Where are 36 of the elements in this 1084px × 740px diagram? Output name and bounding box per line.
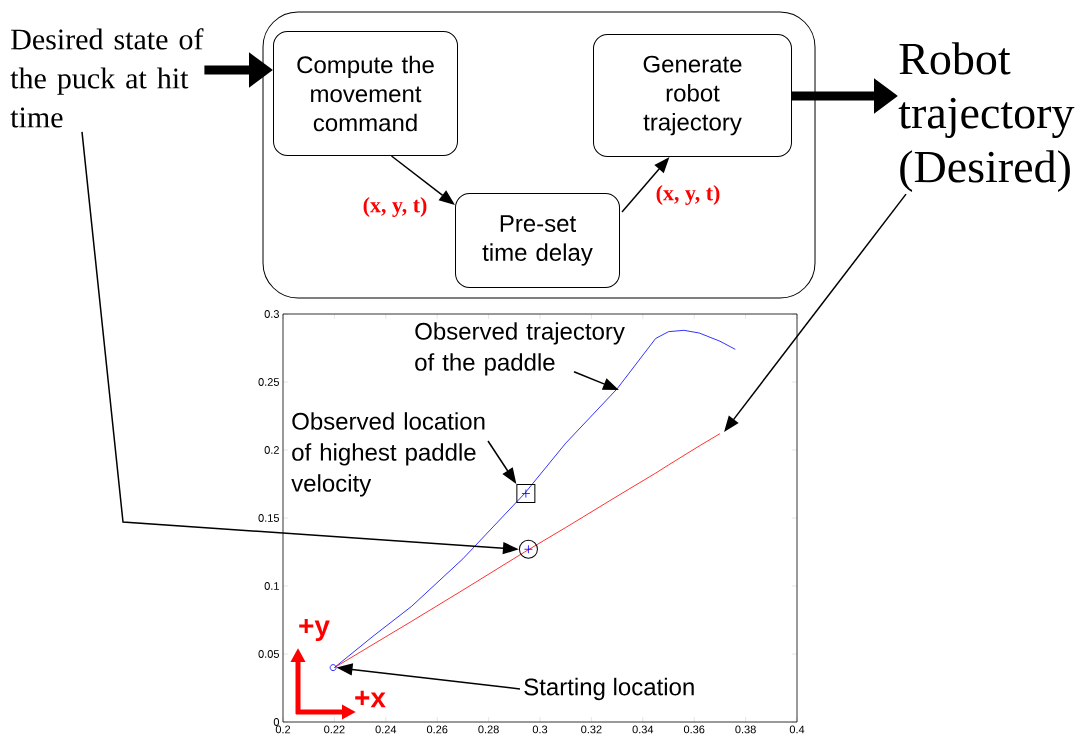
x-tick-label: 0.28 (478, 725, 499, 734)
axis-direction-label: +x (355, 690, 386, 708)
y-tick-label: 0.2 (264, 446, 279, 454)
annotation: Observed trajectory of the paddle (415, 322, 625, 376)
y-tick-label: 0 (273, 718, 280, 726)
y-tick-label: 0.05 (258, 650, 279, 658)
process-box: Generate robot trajectory (593, 34, 792, 157)
process-box: Pre-set time delay (455, 193, 620, 288)
y-tick-label: 0.25 (258, 378, 279, 386)
annotation: Observed location of highest paddle velocity (291, 412, 485, 497)
x-tick-label: 0.24 (375, 725, 397, 734)
process-box: Compute the movement command (273, 31, 458, 156)
x-tick-label: 0.38 (735, 725, 756, 734)
axis-direction-label: +y (299, 618, 330, 642)
edge-label: (x, y, t) (654, 184, 722, 206)
x-tick-label: 0.2 (275, 725, 291, 734)
annotation: Starting location (524, 677, 694, 701)
input-label: Desired state of the puck at hit time (10, 28, 204, 128)
start-marker (329, 664, 337, 671)
leader-line (724, 193, 907, 432)
y-tick-label: 0.1 (264, 582, 279, 590)
x-tick-label: 0.4 (789, 725, 805, 734)
x-tick-label: 0.22 (324, 725, 345, 734)
output-label: Robot trajectory (Desired) (898, 42, 1075, 192)
x-tick-label: 0.26 (426, 725, 448, 734)
y-tick-label: 0.3 (264, 310, 279, 318)
x-tick-label: 0.32 (581, 725, 602, 734)
x-tick-label: 0.34 (632, 725, 654, 734)
x-tick-label: 0.36 (683, 725, 705, 734)
outer-box (262, 11, 816, 299)
x-tick-label: 0.3 (532, 725, 548, 734)
arrow (390, 155, 455, 205)
circle-marker (518, 539, 538, 559)
y-tick-label: 0.15 (258, 514, 279, 522)
square-marker (516, 484, 536, 503)
edge-label: (x, y, t) (361, 196, 429, 218)
